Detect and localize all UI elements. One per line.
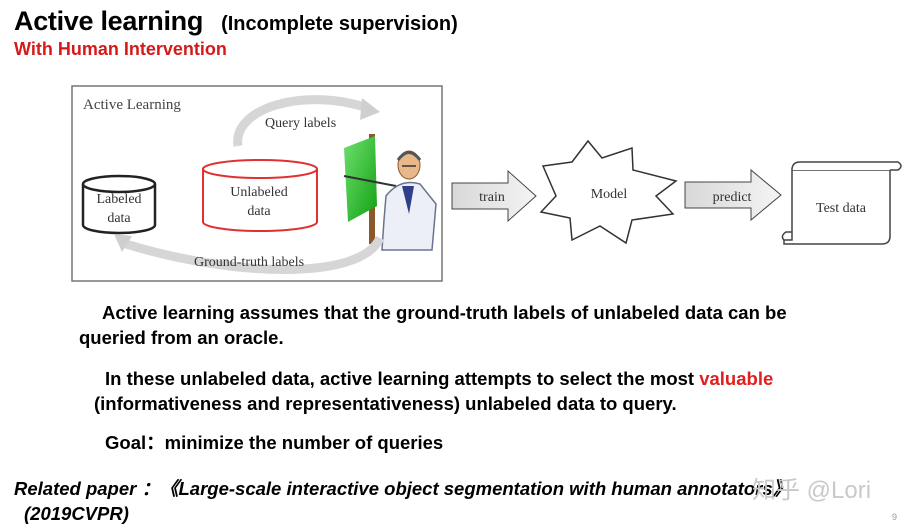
unlabeled-data-cylinder <box>202 159 318 232</box>
oracle-person-icon <box>343 134 437 251</box>
ground-truth-label: Ground-truth labels <box>194 255 304 270</box>
model-starburst <box>539 139 678 245</box>
query-arrow <box>233 95 370 147</box>
watermark: 知乎 @Lori <box>752 477 872 504</box>
goal-line: Goal：minimize the number of queries <box>105 432 444 453</box>
paragraph-1-line-1: Active learning assumes that the ground-… <box>102 302 787 323</box>
test-data-label: Test data <box>816 201 867 216</box>
unlabeled-data-line1: Unlabeled <box>230 185 288 200</box>
predict-arrow <box>684 168 782 222</box>
unlabeled-data-line2: data <box>247 204 271 219</box>
slide-subtitle: With Human Intervention <box>14 39 227 59</box>
predict-label: predict <box>713 190 752 205</box>
train-label: train <box>479 190 505 205</box>
query-labels-label: Query labels <box>265 116 336 131</box>
labeled-data-cylinder <box>81 174 157 235</box>
ground-truth-arrow <box>124 235 385 274</box>
labeled-data-line2: data <box>107 211 131 226</box>
paragraph-2-text: In these unlabeled data, active learning… <box>105 368 700 389</box>
related-paper: Related paper ：《Large-scale interactive … <box>14 476 791 526</box>
labeled-data-line1: Labeled <box>96 192 141 207</box>
slide-title-row: Active learning (Incomplete supervision) <box>14 6 458 37</box>
active-learning-box-label: Active Learning <box>83 97 181 113</box>
train-arrow <box>451 169 537 223</box>
test-data-scroll <box>781 161 902 245</box>
related-paper-line-1: Related paper ：《Large-scale interactive … <box>14 478 792 499</box>
valuable-highlight: valuable <box>699 368 774 389</box>
page-number: 9 <box>892 512 898 522</box>
model-label: Model <box>591 187 628 202</box>
active-learning-diagram: Active Learning Query labels Labeled dat… <box>71 85 902 282</box>
slide-title-paren: (Incomplete supervision) <box>221 13 458 35</box>
paragraph-2-line-1: In these unlabeled data, active learning… <box>105 366 773 391</box>
paragraph-2-line-2: (informativeness and representativeness)… <box>94 393 677 414</box>
query-arrow-head <box>360 98 380 120</box>
paragraph-1-line-2: queried from an oracle. <box>79 327 284 348</box>
related-paper-line-2: (2019CVPR) <box>24 503 129 524</box>
ground-truth-arrow-head <box>114 234 132 252</box>
slide-title: Active learning <box>14 6 204 36</box>
